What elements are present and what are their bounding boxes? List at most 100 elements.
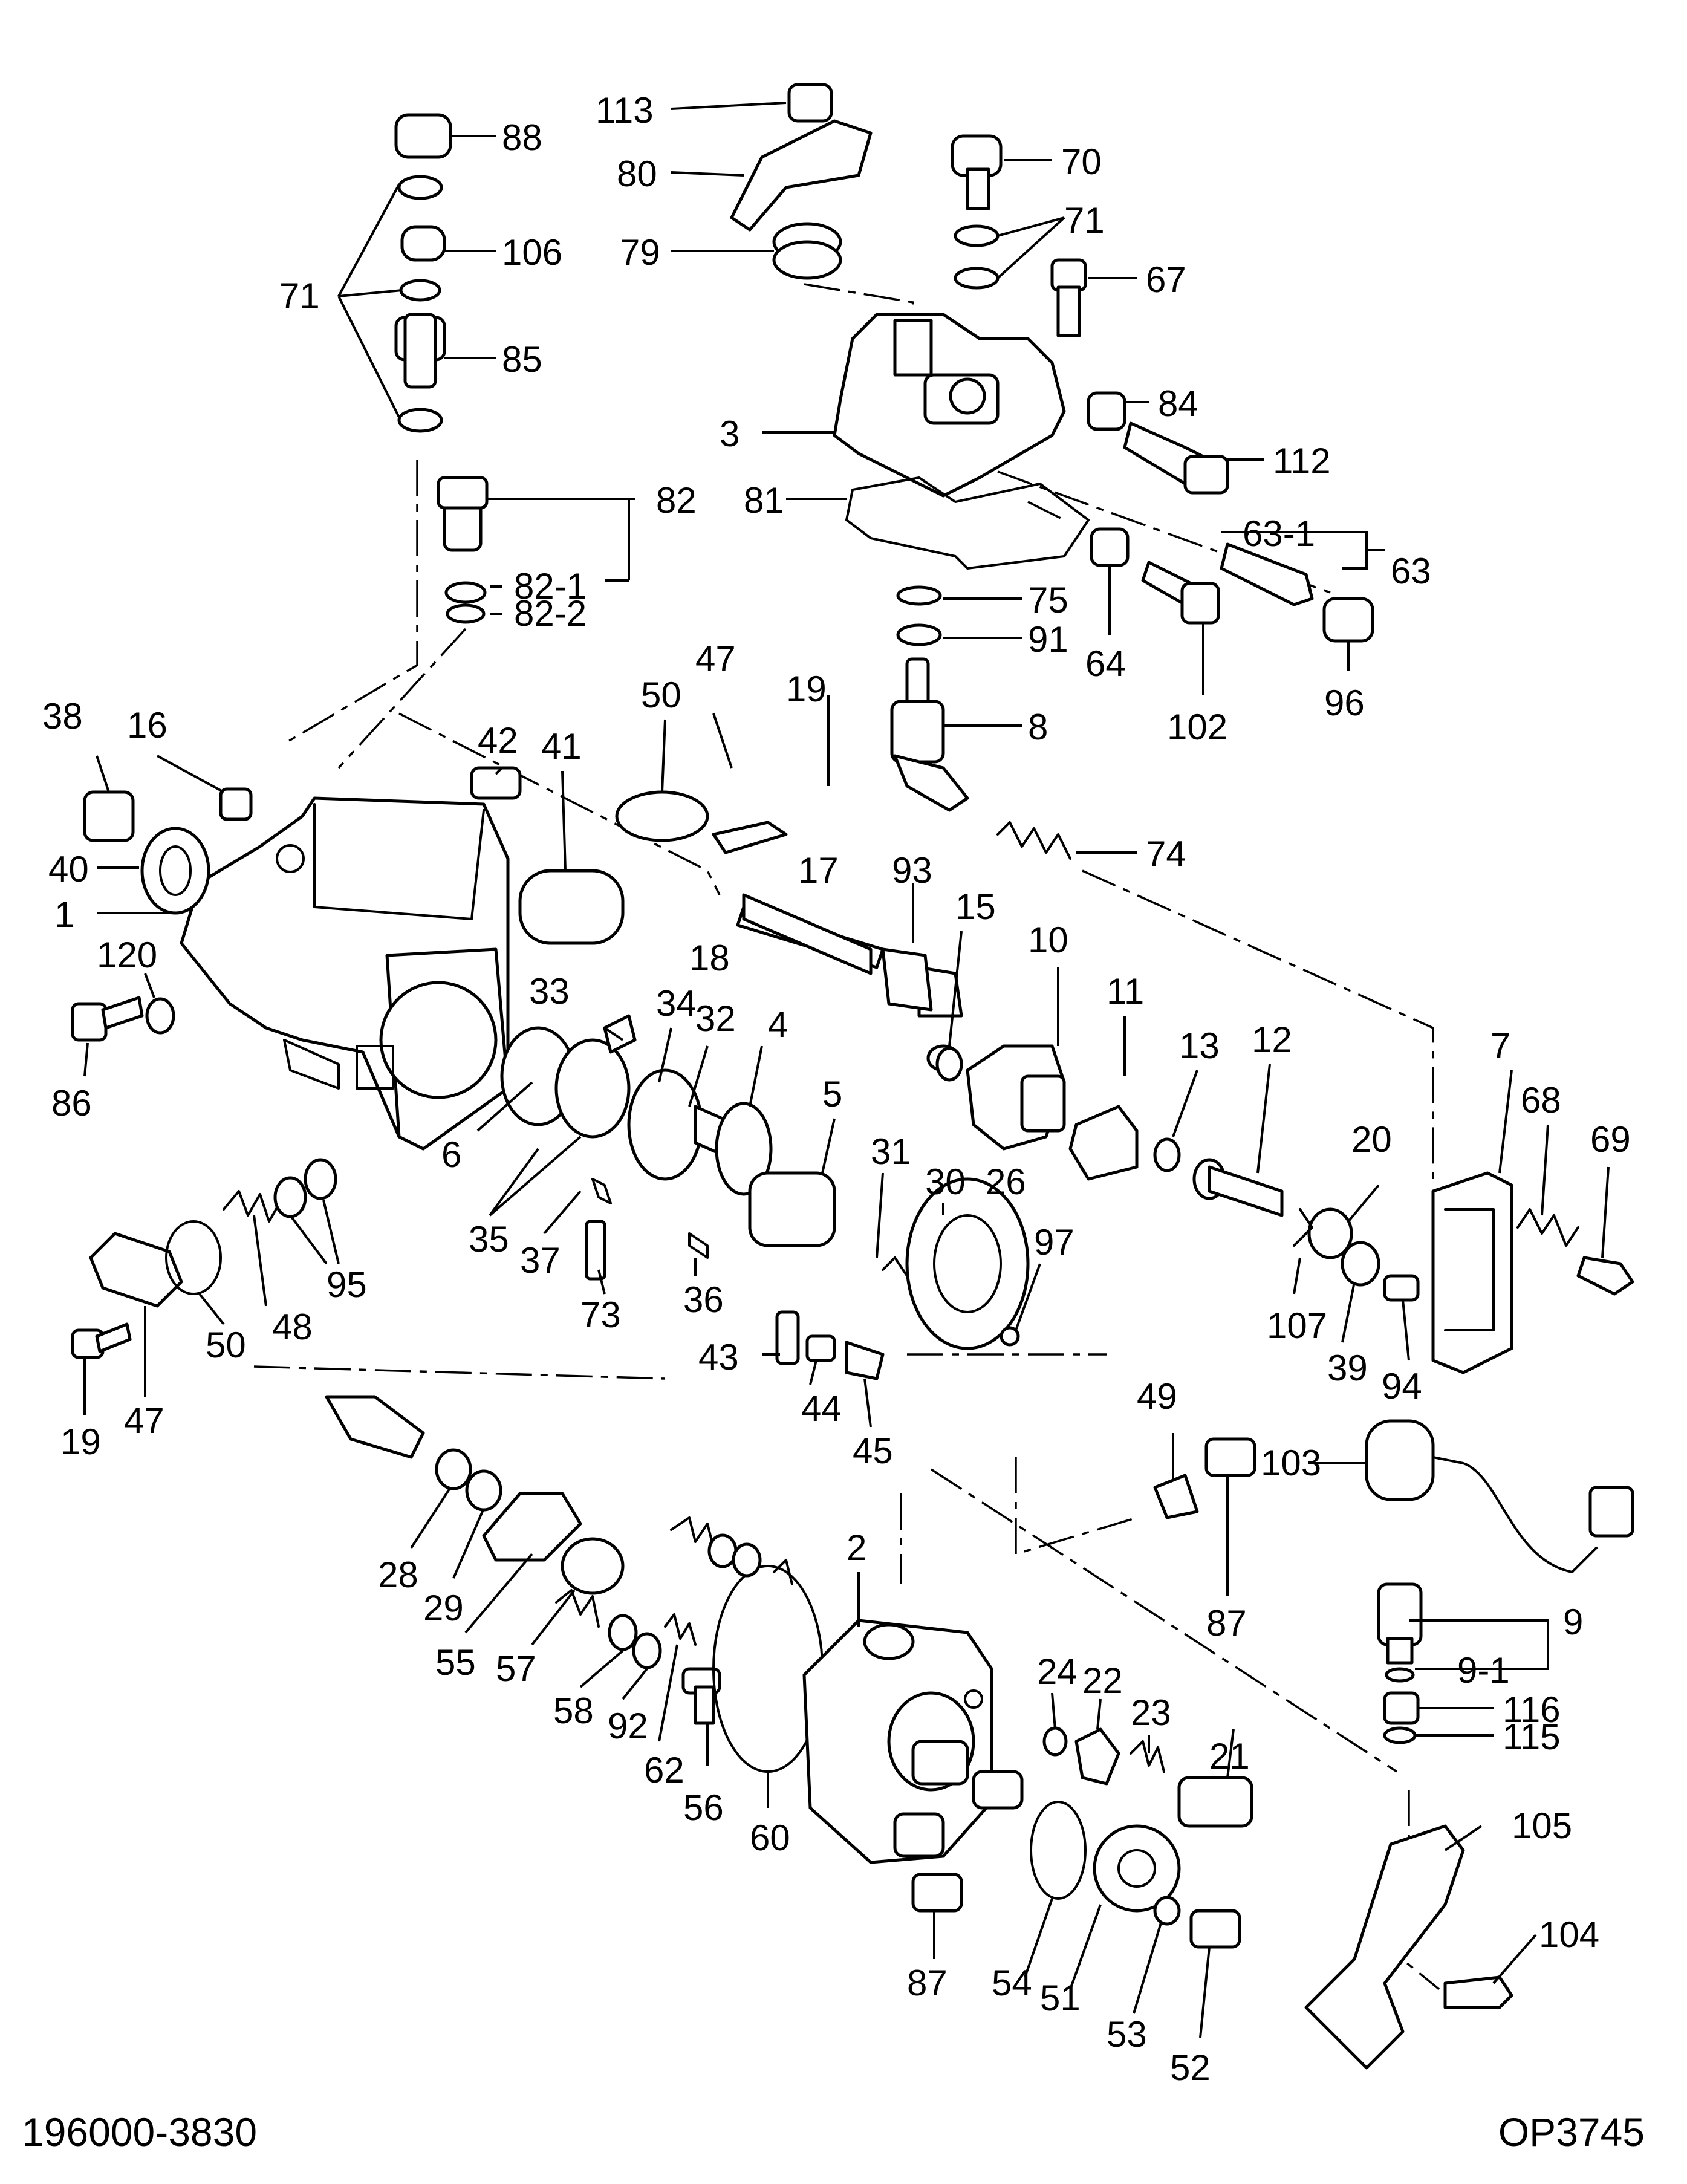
callout-50: 50 <box>206 1325 246 1365</box>
callout-29: 29 <box>423 1588 464 1628</box>
callout-70: 70 <box>1061 141 1102 182</box>
callout-67: 67 <box>1146 259 1186 300</box>
callout-42: 42 <box>478 720 518 761</box>
callout-47: 47 <box>695 639 736 679</box>
callout-52: 52 <box>1170 2047 1211 2088</box>
callout-28: 28 <box>378 1555 418 1595</box>
callout-115: 115 <box>1503 1717 1561 1757</box>
callout-32: 32 <box>695 998 736 1039</box>
callout-10: 10 <box>1028 920 1068 960</box>
callout-55: 55 <box>435 1642 476 1683</box>
callout-97: 97 <box>1034 1222 1074 1263</box>
callout-45: 45 <box>853 1431 893 1471</box>
callout-88: 88 <box>502 117 542 158</box>
callout-38: 38 <box>42 696 83 736</box>
leader-lines <box>83 102 1610 2038</box>
callout-1: 1 <box>54 894 74 935</box>
callout-92: 92 <box>608 1706 648 1746</box>
lower-middle-parts <box>325 1395 824 1773</box>
callout-63-1: 63-1 <box>1243 513 1315 554</box>
upper-small-parts <box>730 83 1229 495</box>
callout-53: 53 <box>1107 2014 1147 2055</box>
callout-69: 69 <box>1590 1119 1631 1160</box>
callout-11: 11 <box>1107 971 1144 1012</box>
callout-39: 39 <box>1327 1348 1368 1388</box>
callout-49: 49 <box>1137 1376 1177 1417</box>
lever-bracket <box>1431 1171 1634 1374</box>
callout-75: 75 <box>1028 580 1068 620</box>
callout-35: 35 <box>469 1219 509 1259</box>
callout-labels: 88 71 106 85 82 82-1 82-2 113 80 79 70 7… <box>42 90 1631 2088</box>
callout-50: 50 <box>641 675 681 715</box>
callout-106: 106 <box>502 232 562 273</box>
distributor-head <box>802 1619 1024 1864</box>
callout-82: 82 <box>656 480 697 521</box>
governor-cover <box>833 313 1090 570</box>
lower-right-parts <box>911 1437 1256 1949</box>
callout-15: 15 <box>955 886 996 927</box>
callout-113: 113 <box>596 90 654 131</box>
callout-95: 95 <box>327 1264 367 1305</box>
callout-91: 91 <box>1028 619 1068 660</box>
callout-3: 3 <box>720 414 739 454</box>
callout-112: 112 <box>1273 441 1331 481</box>
callout-40: 40 <box>48 849 89 889</box>
valve-stack <box>1377 1582 1423 1744</box>
callout-19: 19 <box>60 1422 101 1462</box>
callout-68: 68 <box>1521 1080 1561 1120</box>
callout-54: 54 <box>992 1963 1032 2003</box>
callout-48: 48 <box>272 1307 313 1347</box>
callout-57: 57 <box>496 1648 536 1689</box>
assembly-centerlines <box>253 283 1440 1991</box>
callout-56: 56 <box>683 1787 724 1828</box>
callout-47: 47 <box>124 1400 164 1441</box>
callout-87: 87 <box>907 1963 948 2003</box>
callout-23: 23 <box>1131 1692 1171 1733</box>
callout-71: 71 <box>279 276 320 316</box>
callout-87: 87 <box>1206 1603 1247 1643</box>
callout-81: 81 <box>744 480 784 521</box>
callout-84: 84 <box>1158 383 1198 424</box>
callout-33: 33 <box>529 971 570 1012</box>
callout-16: 16 <box>127 705 167 746</box>
callout-20: 20 <box>1351 1119 1392 1160</box>
callout-62: 62 <box>644 1750 684 1790</box>
mounting-bracket <box>1304 1824 1513 2070</box>
callout-7: 7 <box>1490 1025 1510 1066</box>
callout-9-1: 9-1 <box>1457 1650 1510 1691</box>
callout-18: 18 <box>689 938 730 978</box>
callout-73: 73 <box>580 1295 621 1335</box>
right-upper-parts <box>890 527 1374 860</box>
callout-79: 79 <box>620 232 660 273</box>
callout-71: 71 <box>1064 200 1105 241</box>
feed-pump-group <box>742 893 1420 1302</box>
callout-51: 51 <box>1040 1978 1081 2018</box>
left-side-parts <box>71 787 337 1359</box>
callout-80: 80 <box>617 154 657 194</box>
callout-4: 4 <box>768 1004 788 1045</box>
callout-13: 13 <box>1179 1025 1220 1066</box>
callout-102: 102 <box>1167 707 1227 747</box>
callout-64: 64 <box>1085 643 1126 684</box>
callout-8: 8 <box>1028 707 1048 747</box>
callout-116: 116 <box>1503 1689 1561 1730</box>
callout-44: 44 <box>801 1388 842 1429</box>
callout-30: 30 <box>925 1162 966 1202</box>
callout-22: 22 <box>1082 1660 1123 1701</box>
callout-93: 93 <box>892 850 932 891</box>
callout-120: 120 <box>97 935 157 975</box>
callout-103: 103 <box>1261 1443 1321 1483</box>
bolt-stack-left <box>394 113 489 624</box>
callout-58: 58 <box>553 1691 594 1731</box>
callout-96: 96 <box>1324 683 1365 723</box>
pump-housing <box>180 796 510 1151</box>
callout-12: 12 <box>1252 1019 1292 1060</box>
callout-82-2: 82-2 <box>514 593 587 634</box>
callout-21: 21 <box>1209 1736 1250 1776</box>
callout-82-1: 82-1 <box>514 566 587 606</box>
callout-26: 26 <box>986 1162 1026 1202</box>
callout-19: 19 <box>786 669 827 709</box>
callout-37: 37 <box>520 1240 561 1281</box>
callout-24: 24 <box>1037 1651 1078 1692</box>
